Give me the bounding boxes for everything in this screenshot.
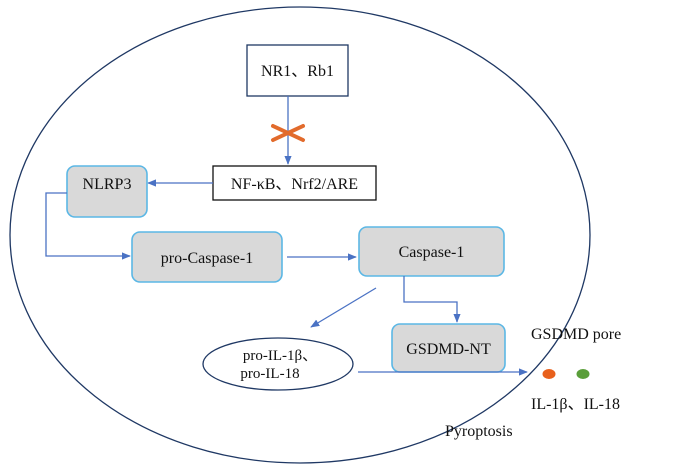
nr1-rb1-box (246, 44, 349, 97)
caspase-label: Caspase-1 (399, 244, 465, 261)
arrow-nlrp3-to-procaspase (45, 192, 131, 260)
pyroptosis-label: Pyroptosis (445, 423, 513, 440)
nfkb-nrf2-label: NF-κB、Nrf2/ARE (231, 176, 358, 193)
arrow-caspase-to-gsdmd (403, 276, 461, 323)
pro-il-1b-label: pro-IL-1β、 (243, 348, 317, 364)
nlrp3-label: NLRP3 (83, 176, 132, 193)
inhibition-mark (271, 124, 305, 142)
nr1-rb1-label: NR1、Rb1 (261, 63, 334, 80)
pro-il-ellipse (202, 337, 354, 391)
pro-caspase-label: pro-Caspase-1 (161, 250, 253, 267)
il-label: IL-1β、IL-18 (531, 396, 620, 413)
arrow-caspase-to-proil (310, 287, 377, 328)
pro-caspase-box (131, 231, 283, 283)
gsdmd-pore-label: GSDMD pore (531, 326, 621, 343)
caspase-box (358, 226, 505, 277)
il-18-dot (576, 369, 590, 379)
il-1b-dot (542, 369, 556, 379)
nfkb-nrf2-box (212, 165, 377, 201)
pro-il-18-label: pro-IL-18 (240, 366, 299, 382)
cell-membrane (9, 6, 591, 464)
nlrp3-box (66, 165, 148, 218)
gsdmd-nt-label: GSDMD-NT (406, 341, 491, 358)
